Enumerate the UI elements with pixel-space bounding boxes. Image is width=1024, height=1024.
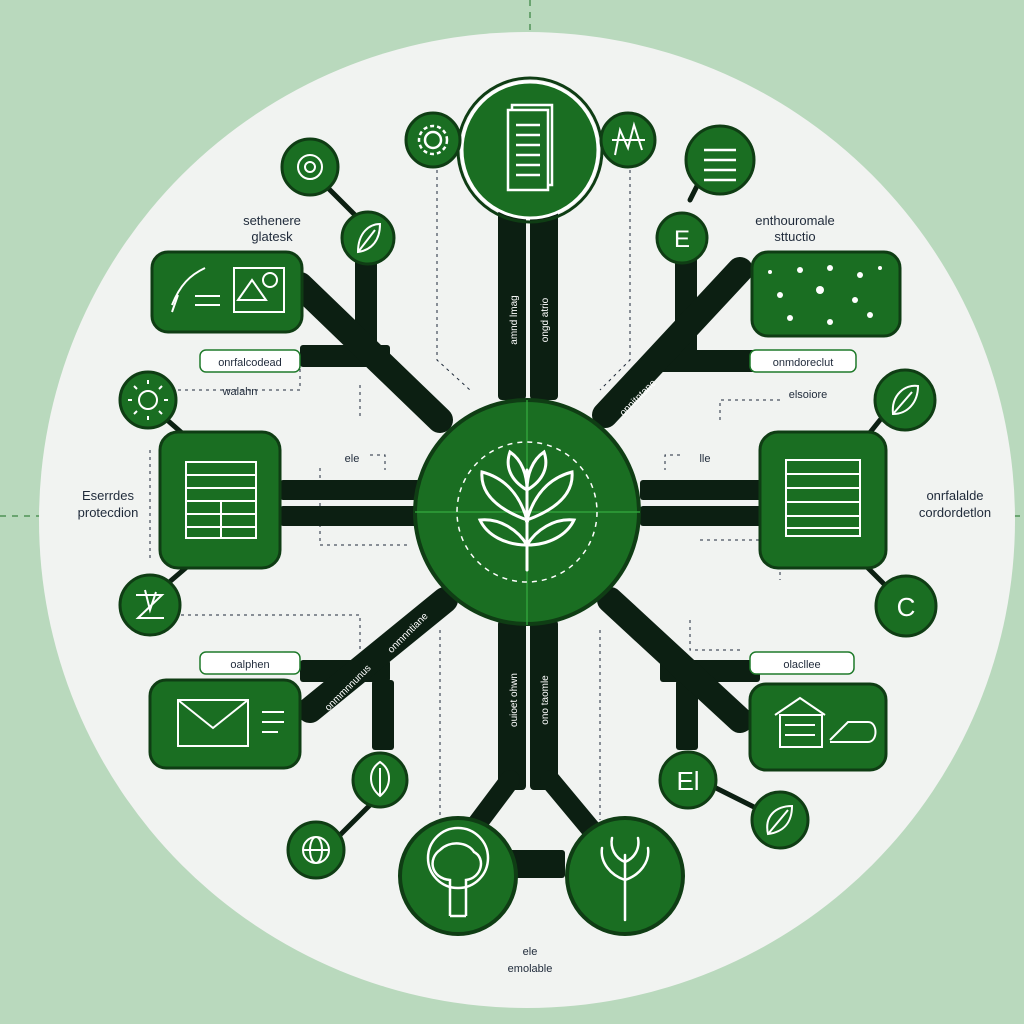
list-icon — [704, 148, 736, 182]
bottom-left-big-node[interactable] — [398, 816, 518, 936]
card-right-mid[interactable] — [758, 430, 888, 570]
label-top-left-2: glatesk — [251, 229, 293, 244]
card-right-lower[interactable] — [748, 682, 888, 772]
tree-icon — [600, 836, 650, 922]
bottom-right-big-node[interactable] — [565, 816, 685, 936]
el-letter: El — [676, 766, 699, 796]
card-right-upper[interactable] — [750, 250, 902, 338]
label-right-center-small: lle — [699, 453, 710, 465]
label-right-mid-2: cordordetlon — [919, 505, 991, 520]
label-left-mid-2: protecdion — [78, 505, 139, 520]
network-card-icon — [768, 265, 882, 325]
branch-text-bottom-right: ono taomle — [540, 675, 551, 725]
leaf-node-bottom-right[interactable] — [750, 790, 810, 850]
tag-right-upper: onmdoreclut — [749, 349, 857, 373]
tag-right-upper-text: onmdoreclut — [773, 357, 834, 369]
leaf-icon — [766, 804, 794, 836]
leaf-icon — [891, 384, 920, 416]
leaf-node-bottom-left[interactable] — [351, 751, 409, 809]
tag-left-upper: onrfalcodead — [199, 349, 301, 373]
branch-text-top-left: amnd lmag — [509, 295, 520, 344]
label-top-left-1: sethenere — [243, 213, 301, 228]
document-icon — [506, 103, 554, 192]
label-top-right-1: enthouromale — [755, 213, 835, 228]
card-left-lower[interactable] — [148, 678, 302, 770]
e-node[interactable]: E — [655, 211, 709, 265]
badge-icon — [297, 154, 323, 180]
card-left-mid[interactable] — [158, 430, 282, 570]
map-card-icon — [171, 267, 285, 313]
grass-icon — [135, 589, 165, 619]
trunks — [280, 210, 770, 878]
label-left-upper-small: walahn — [222, 386, 258, 398]
leaf-icon — [370, 760, 390, 798]
gear-icon — [417, 124, 449, 156]
c-letter: C — [897, 592, 916, 622]
chart-node[interactable] — [599, 111, 657, 169]
label-right-mid-1: onrfalalde — [926, 488, 983, 503]
leaf-node-top-left[interactable] — [340, 210, 396, 266]
label-right-upper-small: elsoiore — [789, 389, 828, 401]
el-node[interactable]: El — [658, 750, 718, 810]
building-icon — [185, 461, 257, 539]
tag-left-upper-text: onrfalcodead — [218, 357, 282, 369]
tag-left-lower: oalphen — [199, 651, 301, 675]
label-top-right-2: sttuctio — [774, 229, 815, 244]
badge-node[interactable] — [280, 137, 340, 197]
tag-right-lower: olacllee — [749, 651, 855, 675]
sun-node[interactable] — [118, 370, 178, 430]
leaf-node-right[interactable] — [873, 368, 937, 432]
sun-icon — [128, 380, 168, 420]
c-node[interactable]: C — [874, 574, 938, 638]
tree-globe-icon — [426, 826, 490, 918]
label-bottom-1: ele — [523, 946, 538, 958]
house-icon — [774, 696, 877, 748]
center-node[interactable] — [413, 398, 641, 626]
tag-left-lower-text: oalphen — [230, 659, 269, 671]
label-bottom-2: emolable — [508, 963, 553, 975]
e-letter: E — [674, 226, 690, 253]
top-document-node[interactable] — [456, 76, 604, 224]
card-left-upper[interactable] — [150, 250, 304, 334]
tag-right-lower-text: olacllee — [783, 659, 820, 671]
branch-text-top-right: ongd atrio — [540, 297, 551, 342]
building-icon — [785, 459, 861, 537]
gear-node[interactable] — [404, 111, 462, 169]
label-left-mid-1: Eserrdes — [82, 488, 135, 503]
branch-text-bottom-left: ouioet ohwn — [509, 673, 520, 727]
label-left-center-small: ele — [345, 453, 360, 465]
diagonal-branches — [287, 257, 753, 850]
globe-node[interactable] — [286, 820, 346, 880]
list-node[interactable] — [684, 124, 756, 196]
mail-icon — [177, 699, 284, 747]
grass-node[interactable] — [118, 573, 182, 637]
chart-icon — [612, 121, 645, 156]
leaf-icon — [356, 222, 382, 254]
plant-icon — [477, 449, 577, 572]
globe-icon — [302, 836, 330, 864]
